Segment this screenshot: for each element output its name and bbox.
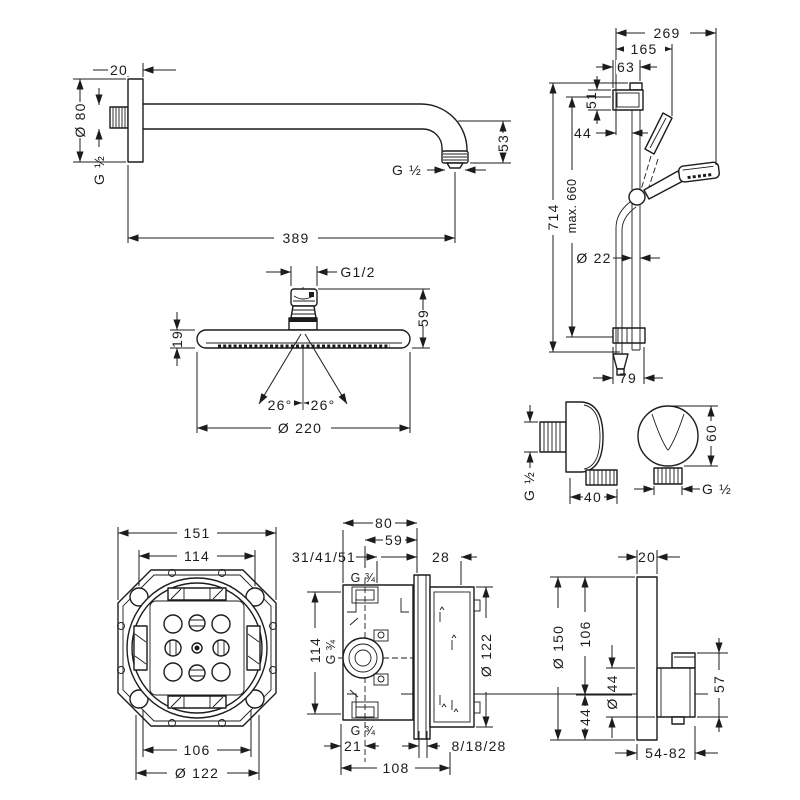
bottom-bracket <box>612 327 646 344</box>
dim-arm-flange-dia: Ø 80 <box>72 102 88 137</box>
clamp-bracket-left <box>133 625 148 671</box>
dim-thermo-plate-depth: 20 <box>638 549 656 565</box>
basic-set-drawing: 151 114 106 Ø 122 <box>117 525 277 781</box>
dim-ibox-depth-inner: 59 <box>385 532 403 548</box>
shower-head-disc <box>196 329 411 349</box>
dim-thermo-depth-range: 54-82 <box>645 745 687 761</box>
dim-ibox-thread-side: G ¾ <box>324 639 338 664</box>
hand-shower <box>628 161 720 206</box>
wall-thread-nipple <box>109 106 129 129</box>
shower-hose <box>615 201 631 354</box>
dim-bar-height: 714 <box>545 204 561 231</box>
spray-angle-left-line <box>258 333 302 405</box>
ibox-plate <box>413 574 431 740</box>
dim-arm-thread-wall: G ½ <box>91 155 107 185</box>
dim-arm-drop: 53 <box>495 134 511 152</box>
dim-outlet-thread-out: G ½ <box>702 481 732 497</box>
dim-ibox-front-depth: 28 <box>432 549 450 565</box>
thermostat-knob <box>656 652 696 725</box>
dim-bar-reach: 269 <box>654 25 681 41</box>
dim-head-height: 59 <box>415 309 431 327</box>
dim-ibox-width: 108 <box>383 760 410 776</box>
dim-ibox-plaster-range: 31/41/51 <box>292 549 356 565</box>
outlet-side-view <box>539 401 618 486</box>
dim-ibox-height: 114 <box>307 637 323 663</box>
dim-outlet-thread-in: G ½ <box>521 471 537 501</box>
dim-thermo-axis-offset: 106 <box>577 621 593 648</box>
holder-pivot <box>628 188 646 206</box>
dim-head-thread: G1/2 <box>340 264 375 280</box>
dim-thermo-plate-dia: Ø 150 <box>550 625 566 669</box>
shower-arm-drawing: 20 Ø 80 G ½ 389 53 G ½ <box>72 62 511 246</box>
ibox-box <box>429 586 481 728</box>
dim-basic-inner: 106 <box>184 742 211 758</box>
thermostat-plate <box>636 576 658 741</box>
dim-head-dia: Ø 220 <box>278 420 322 436</box>
outlet-front-view <box>637 405 699 485</box>
clamp-bracket-top <box>167 587 227 601</box>
dim-ibox-offset: 21 <box>344 738 362 754</box>
wall-outlet-drawing: G ½ 40 60 G ½ <box>521 401 732 505</box>
dim-head-angle-right: 26° <box>311 397 336 413</box>
ibox-housing <box>338 578 708 762</box>
dim-ibox-thread-bottom: G ¾ <box>351 724 376 738</box>
dim-thermo-knob-height: 57 <box>711 675 727 693</box>
clamp-bracket-right <box>246 625 261 671</box>
dim-ibox-thread-top: G ¾ <box>351 571 376 585</box>
ibox-drawing: 80 59 31/41/51 28 G ¾ G ¾ G ¾ 114 Ø 122 … <box>292 515 708 776</box>
dim-outlet-height: 60 <box>703 424 719 442</box>
port-holes <box>163 614 231 682</box>
arm-outlet-thread <box>441 150 469 169</box>
dim-outlet-width: 40 <box>584 489 602 505</box>
thermostat-drawing: 20 Ø 150 106 44 Ø 44 57 54-82 <box>550 549 728 761</box>
dim-basic-dia: Ø 122 <box>175 765 219 781</box>
top-bracket <box>612 82 644 111</box>
dim-bar-bracket-height: 51 <box>583 91 599 109</box>
clamp-bracket-bottom <box>167 695 227 709</box>
dim-bar-hole-offset: 44 <box>574 125 592 141</box>
dim-ibox-dia: Ø 122 <box>478 633 494 677</box>
dim-arm-length: 389 <box>283 230 310 246</box>
slide-bar-rail <box>631 110 641 351</box>
arm-tube-outer <box>142 103 468 152</box>
dim-arm-wall-offset: 20 <box>110 62 128 78</box>
dim-bar-bracket-width: 63 <box>617 59 635 75</box>
handset-holder <box>640 112 673 194</box>
arm-flange <box>127 78 144 163</box>
dim-bar-foot-width: 79 <box>619 370 637 386</box>
ball-joint <box>288 288 318 331</box>
dim-basic-bolt-circle: 114 <box>184 548 210 564</box>
head-shower-drawing: 26° 26° G1/2 59 19 Ø 220 <box>169 264 431 436</box>
dim-thermo-knob-dia: Ø 44 <box>604 674 620 709</box>
spray-angle-right-line <box>304 333 348 405</box>
dim-ibox-depth: 80 <box>375 515 393 531</box>
dim-bar-reach-inner: 165 <box>631 41 658 57</box>
dim-ibox-projection: 8/18/28 <box>451 738 506 754</box>
dim-head-edge: 19 <box>169 330 185 348</box>
dim-arm-thread-outlet: G ½ <box>392 162 422 178</box>
arm-tube-inner <box>142 128 443 152</box>
basic-set-body <box>117 569 277 727</box>
slide-bar-drawing: 269 165 63 51 44 714 max. 660 Ø 22 79 <box>545 25 720 386</box>
hose-nut <box>612 353 629 370</box>
dim-head-angle-left: 26° <box>268 397 293 413</box>
dim-bar-travel: max. 660 <box>565 179 579 234</box>
dim-bar-dia: Ø 22 <box>576 250 611 266</box>
dim-thermo-axis-bottom: 44 <box>577 708 593 726</box>
dim-basic-outer: 151 <box>184 525 211 541</box>
